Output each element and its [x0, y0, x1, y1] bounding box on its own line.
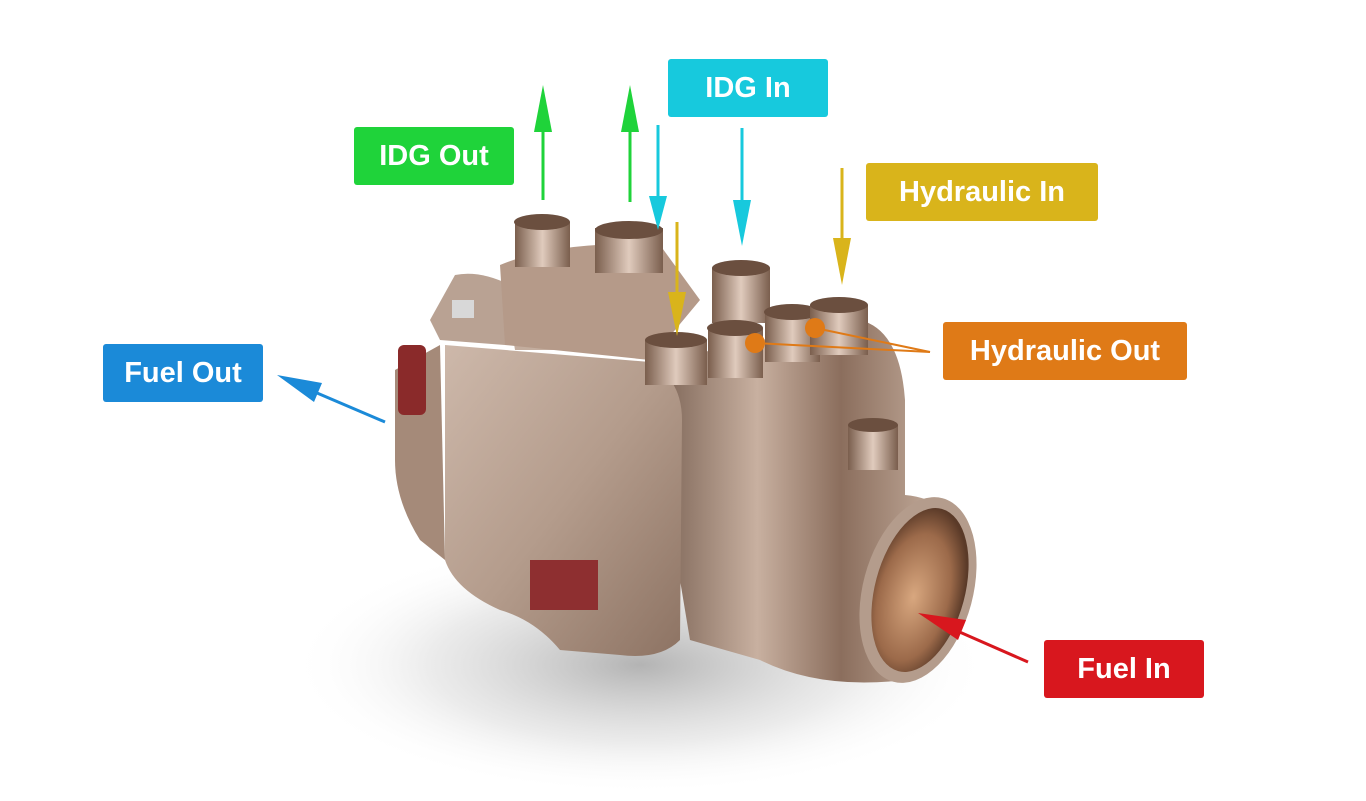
idg-in-arrows [649, 125, 751, 246]
fuel-in-opening [871, 508, 969, 672]
label-idg-in: IDG In [668, 59, 828, 117]
side-plate [445, 345, 682, 656]
fuel-out-flange [398, 345, 426, 415]
nameplate [530, 560, 598, 610]
label-idg-out: IDG Out [354, 127, 514, 185]
top-manifold [500, 244, 700, 360]
label-hydraulic-in: Hydraulic In [866, 163, 1098, 221]
hydraulic-out-leaders [745, 318, 931, 353]
label-fuel-out: Fuel Out [103, 344, 263, 402]
fuel-out-arrow [277, 375, 386, 424]
cover-bracket-1 [452, 300, 474, 318]
idg-out-arrows [534, 85, 639, 202]
hydraulic-in-arrows [668, 168, 851, 336]
label-fuel-in: Fuel In [1044, 640, 1204, 698]
fuel-in-arrow [918, 613, 1029, 664]
label-hydraulic-out: Hydraulic Out [943, 322, 1187, 380]
